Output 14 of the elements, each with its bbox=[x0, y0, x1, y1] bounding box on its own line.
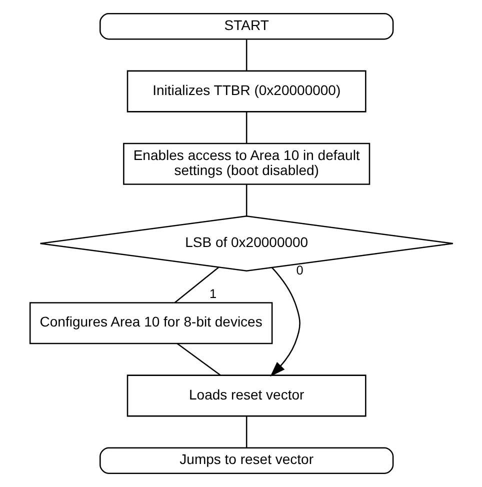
node-box: Loads reset vector bbox=[126, 374, 366, 417]
connector bbox=[176, 343, 220, 376]
node-box: Initializes TTBR (0x20000000) bbox=[126, 70, 366, 112]
connector bbox=[245, 112, 247, 144]
node-box: Jumps to reset vector bbox=[99, 447, 394, 474]
node-box: START bbox=[99, 13, 394, 40]
node-box: Enables access to Area 10 in default settings (boot disabled) bbox=[122, 142, 370, 185]
connector bbox=[245, 416, 247, 448]
connector bbox=[174, 266, 218, 304]
connector bbox=[245, 184, 247, 216]
arrow bbox=[270, 267, 300, 377]
edge-label: 1 bbox=[209, 286, 216, 302]
connector bbox=[245, 40, 247, 71]
node-box: Configures Area 10 for 8-bit devices bbox=[28, 302, 272, 344]
